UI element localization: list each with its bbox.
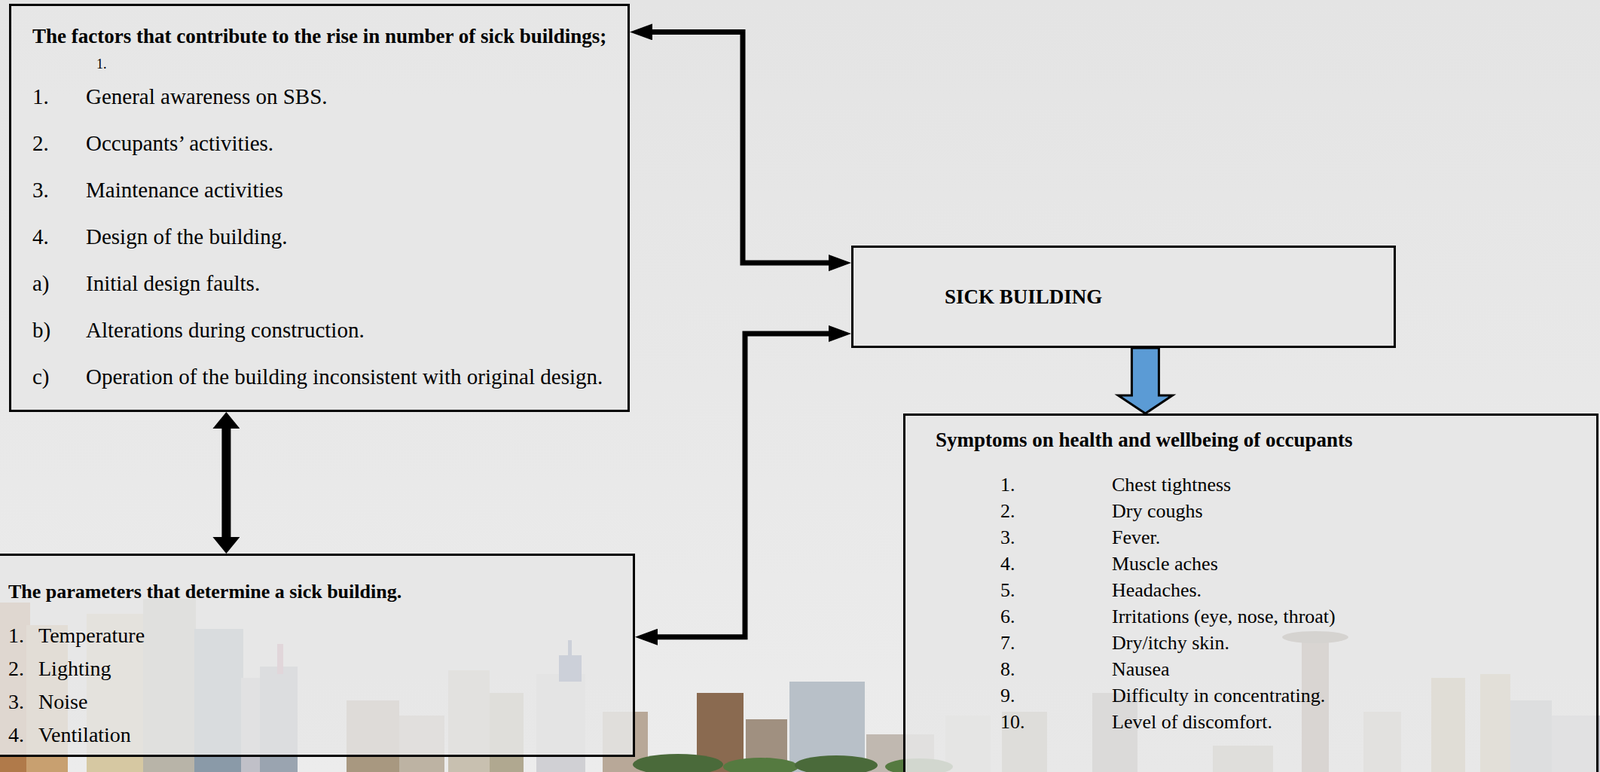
stray-number: 1. bbox=[96, 56, 107, 72]
symptoms-box: Symptoms on health and wellbeing of occu… bbox=[903, 413, 1599, 772]
list-number: 6. bbox=[1000, 603, 1016, 630]
box-heading: The factors that contribute to the rise … bbox=[32, 14, 613, 59]
list-number: 10. bbox=[1000, 708, 1026, 736]
list-item: Difficulty in concentrating. bbox=[1111, 682, 1326, 709]
connector bbox=[657, 333, 829, 638]
list-number: 2. bbox=[1000, 497, 1016, 525]
list-number: 1. bbox=[8, 619, 25, 653]
list-item: Lighting bbox=[38, 652, 111, 686]
list-number: 4. bbox=[8, 718, 25, 752]
list-number: 4. bbox=[1000, 550, 1016, 578]
list-item: Operation of the building inconsistent w… bbox=[85, 353, 603, 400]
main-box: SICK BUILDING bbox=[851, 245, 1396, 349]
list-number: 2. bbox=[8, 652, 25, 686]
list-item: Headaches. bbox=[1111, 577, 1202, 604]
list-number: b) bbox=[32, 306, 51, 354]
list-item: Muscle aches bbox=[1111, 550, 1219, 578]
list-item: Level of discomfort. bbox=[1111, 708, 1273, 736]
list-item: Fever. bbox=[1111, 524, 1161, 551]
list-number: c) bbox=[32, 353, 50, 400]
box-heading: Symptoms on health and wellbeing of occu… bbox=[935, 426, 1582, 454]
list-item: Design of the building. bbox=[85, 213, 288, 260]
list-number: 5. bbox=[1000, 577, 1016, 604]
block-arrow bbox=[1117, 348, 1173, 414]
trees bbox=[794, 755, 878, 772]
item-list: 1. Temperature 2. Lighting 3. Noise 4. Ventilat… bbox=[8, 619, 618, 752]
trees bbox=[723, 757, 799, 772]
trees bbox=[632, 754, 724, 772]
box-heading: The parameters that determine a sick bui… bbox=[8, 577, 618, 608]
parameters-box: The parameters that determine a sick bui… bbox=[0, 553, 636, 758]
list-number: 9. bbox=[1000, 682, 1016, 709]
list-item: Dry coughs bbox=[1111, 497, 1204, 525]
list-number: 7. bbox=[1000, 629, 1016, 657]
list-number: 3. bbox=[8, 685, 25, 719]
list-item: Maintenance activities bbox=[85, 166, 284, 214]
connector bbox=[652, 31, 829, 263]
box-heading: SICK BUILDING bbox=[944, 283, 1103, 311]
connector bbox=[221, 428, 231, 538]
list-item: Noise bbox=[38, 685, 88, 719]
list-item: Irritations (eye, nose, throat) bbox=[1111, 603, 1336, 630]
list-number: 3. bbox=[32, 166, 49, 214]
list-item: Temperature bbox=[38, 619, 145, 653]
list-number: 1. bbox=[32, 73, 49, 120]
item-list: 1. General awareness on SBS. 2. Occupants’ … bbox=[32, 73, 613, 400]
list-item: Dry/itchy skin. bbox=[1111, 629, 1230, 657]
list-number: 3. bbox=[1000, 524, 1016, 551]
list-item: Alterations during construction. bbox=[85, 306, 365, 354]
list-number: 2. bbox=[32, 119, 49, 167]
list-item: Nausea bbox=[1111, 656, 1170, 683]
list-item: General awareness on SBS. bbox=[85, 73, 328, 120]
item-list: 1. Chest tightness 2. Dry coughs 3. Fever. 4. M… bbox=[1000, 471, 1582, 736]
list-number: a) bbox=[32, 259, 50, 307]
list-item: Chest tightness bbox=[1111, 471, 1231, 498]
list-number: 4. bbox=[32, 213, 49, 260]
list-item: Ventilation bbox=[38, 718, 132, 752]
list-number: 1. bbox=[1000, 471, 1016, 498]
list-item: Initial design faults. bbox=[85, 259, 260, 307]
list-number: 8. bbox=[1000, 656, 1016, 683]
list-item: Occupants’ activities. bbox=[85, 119, 274, 167]
